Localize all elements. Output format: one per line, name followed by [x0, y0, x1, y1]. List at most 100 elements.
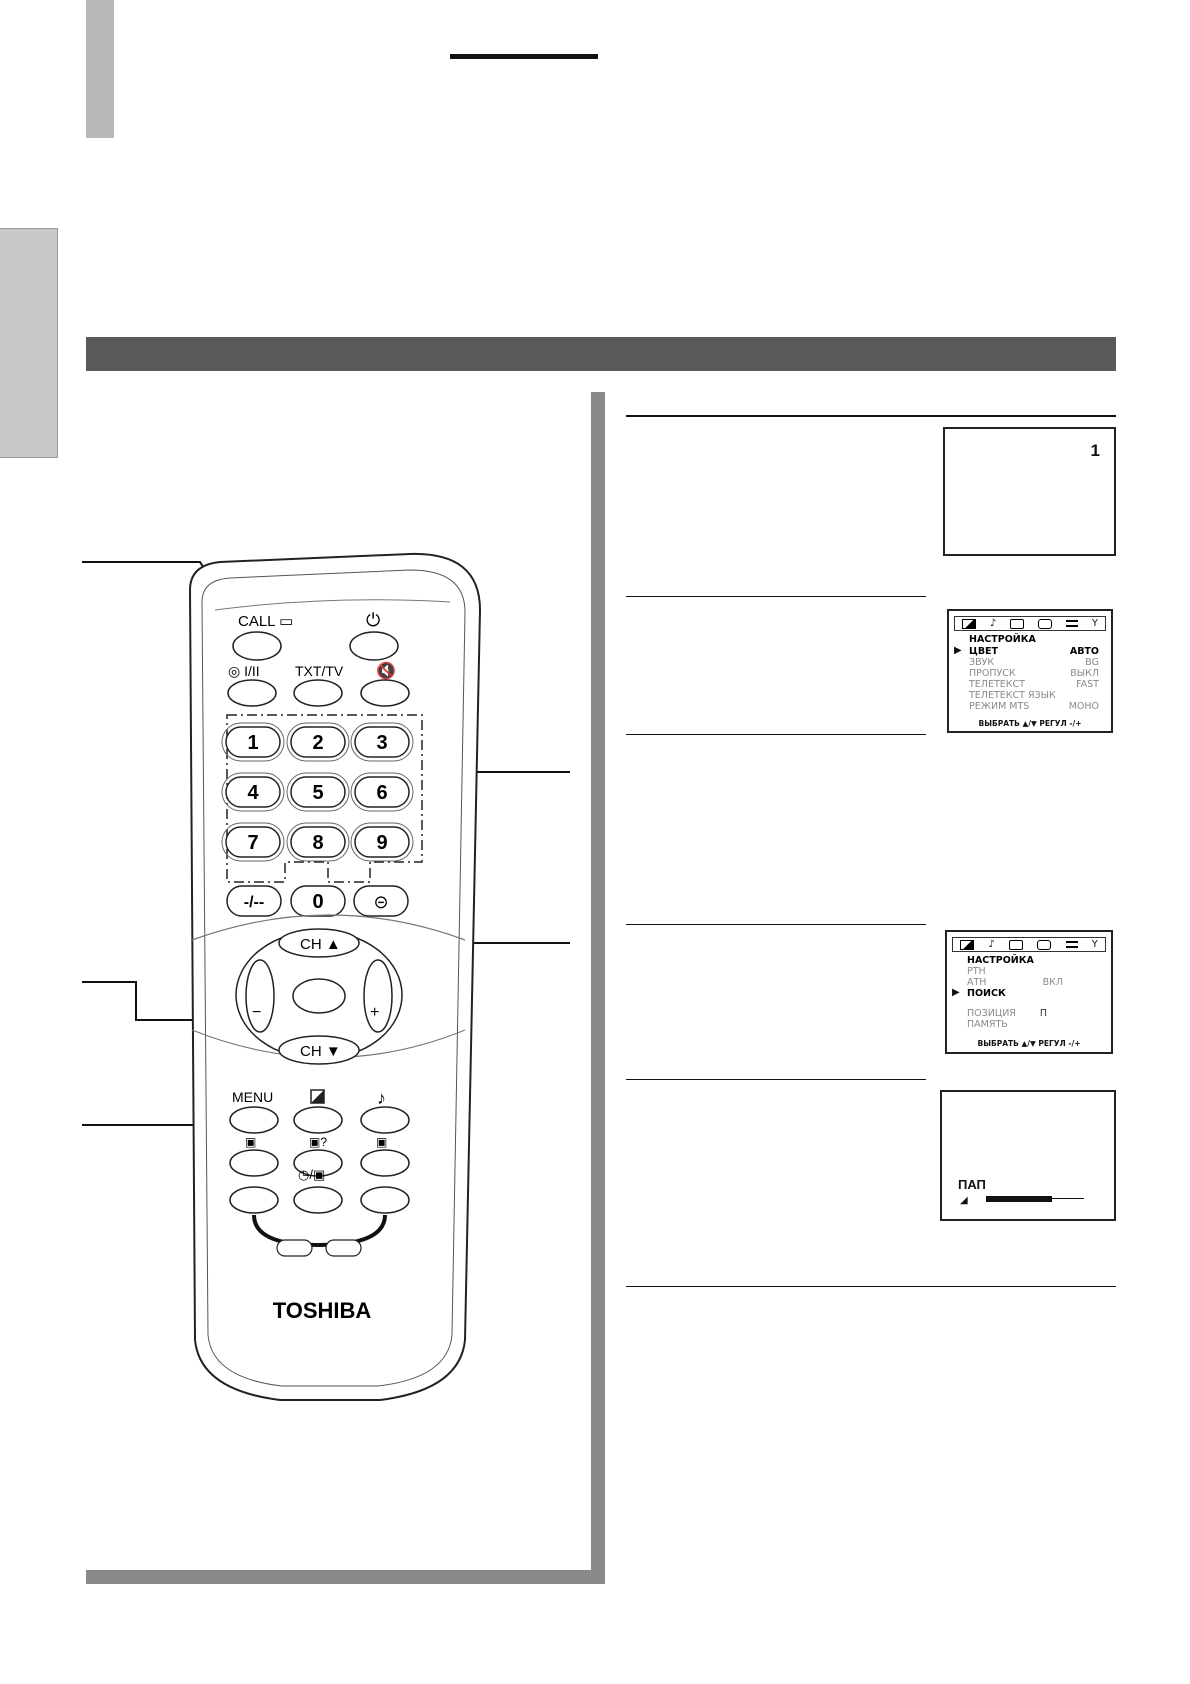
- vertical-divider: [591, 392, 605, 1584]
- screen-icon: [1038, 618, 1053, 629]
- menu-icon-bar: ♪ Y: [954, 616, 1106, 631]
- menu-row-label: РЕЖИМ MTS: [969, 701, 1030, 712]
- digit-label: 2: [312, 732, 323, 754]
- input-button[interactable]: [353, 885, 409, 917]
- menu-row-value: FAST: [1076, 679, 1099, 690]
- screen-icon: [1037, 939, 1052, 950]
- menu-row: ТЕЛЕТЕКСТ ЯЗЫК: [969, 690, 1099, 701]
- selection-arrow-icon: ▶: [954, 645, 962, 656]
- dash-button[interactable]: [226, 885, 282, 917]
- blue-fastext-button[interactable]: [360, 1186, 410, 1214]
- menu-row-label: ТЕЛЕТЕКСТ: [969, 679, 1025, 690]
- ch-down-button[interactable]: [278, 1035, 360, 1065]
- antenna-icon: Y: [1091, 618, 1098, 629]
- antenna-icon: Y: [1091, 939, 1098, 950]
- digit-button-outline: [221, 722, 285, 762]
- txt-tv-label: TXT/TV: [295, 663, 344, 679]
- step-rule-5: [626, 1079, 926, 1080]
- digit-button[interactable]: [290, 826, 346, 858]
- teletext-hold-icon: ▣: [376, 1135, 387, 1149]
- digit-button[interactable]: [225, 726, 281, 758]
- menu-row: ПОИСК: [967, 988, 1099, 999]
- side-tab: [0, 228, 58, 458]
- digit-button[interactable]: [225, 776, 281, 808]
- txt-tv-button[interactable]: [293, 679, 343, 707]
- teletext-icon: [1065, 620, 1078, 627]
- step-rule-2: [626, 596, 926, 597]
- volume-up-label: +: [370, 1004, 379, 1021]
- digit-button[interactable]: [290, 776, 346, 808]
- brand-logo: TOSHIBA: [273, 1298, 372, 1323]
- red-fastext-button[interactable]: [229, 1186, 279, 1214]
- digit-label: 1: [247, 732, 258, 754]
- ok-button[interactable]: [292, 978, 346, 1014]
- digit-label: 7: [247, 832, 258, 854]
- teletext-hold-button[interactable]: [360, 1149, 410, 1177]
- menu-row-label: ПРОПУСК: [969, 668, 1016, 679]
- digit-button-outline: [286, 772, 350, 812]
- digit-button[interactable]: [225, 826, 281, 858]
- digit-button[interactable]: [354, 826, 410, 858]
- menu-row: ЦВЕТ АВТО: [969, 646, 1099, 657]
- mute-button[interactable]: [360, 679, 410, 707]
- sound-mode-button[interactable]: [360, 1106, 410, 1134]
- digit-label: 0: [312, 891, 323, 913]
- menu-row: ТЕЛЕТЕКСТ FAST: [969, 679, 1099, 690]
- digit-label: 8: [312, 832, 323, 854]
- osd-volume-screen: ПАП ◢: [940, 1090, 1116, 1221]
- menu-row-label: ПОИСК: [967, 988, 1006, 999]
- digit-button[interactable]: [354, 726, 410, 758]
- timer-button[interactable]: [293, 1186, 343, 1214]
- volume-down-label: −: [252, 1004, 261, 1021]
- teletext-index-button[interactable]: [229, 1149, 279, 1177]
- menu-row-value: АВТО: [1069, 646, 1099, 657]
- digit-button-outline: [286, 722, 350, 762]
- timer-icon: ◷/▣: [298, 1167, 325, 1182]
- menu-row-label: АТН: [967, 977, 987, 988]
- menu-row-label: ПОЗИЦИЯ: [967, 1008, 1016, 1019]
- menu-button[interactable]: [229, 1106, 279, 1134]
- menu-row-label: РТН: [967, 966, 986, 977]
- dash-label: -/--: [244, 894, 264, 911]
- digit-group-outline: [226, 714, 423, 883]
- call-button[interactable]: [232, 631, 282, 661]
- menu-title: НАСТРОЙКА: [969, 634, 1036, 645]
- section-bar: [86, 337, 1116, 371]
- power-icon: ⏻: [366, 610, 380, 630]
- power-button[interactable]: [349, 631, 399, 661]
- volume-down-button[interactable]: [245, 959, 275, 1033]
- digit-label: 6: [376, 782, 387, 804]
- menu-title: НАСТРОЙКА: [967, 955, 1034, 966]
- menu-row-label: ТЕЛЕТЕКСТ ЯЗЫК: [969, 690, 1056, 701]
- bottom-divider: [86, 1570, 605, 1584]
- yellow-fastext-button[interactable]: [325, 1239, 362, 1257]
- dual-sound-button[interactable]: [227, 679, 277, 707]
- selection-arrow-icon: ▶: [952, 987, 960, 998]
- teletext-reveal-button[interactable]: [293, 1149, 343, 1177]
- teletext-index-icon: ▣: [245, 1135, 256, 1149]
- ch-up-label: CH ▲: [300, 936, 341, 953]
- ch-up-button[interactable]: [278, 928, 360, 958]
- volume-up-button[interactable]: [363, 959, 393, 1033]
- step-rule-4: [626, 924, 926, 925]
- menu-row-label: ЦВЕТ: [969, 646, 999, 657]
- input-icon: ⊝: [373, 892, 388, 912]
- picture-mode-button[interactable]: [293, 1106, 343, 1134]
- volume-icon: ◢: [960, 1195, 968, 1206]
- digit-button[interactable]: [290, 726, 346, 758]
- digit-button-outline: [221, 772, 285, 812]
- digit-button[interactable]: [354, 776, 410, 808]
- remote-inner-outline: [201, 569, 466, 1387]
- step-rule-top: [626, 415, 1116, 417]
- digit-label: 3: [376, 732, 387, 754]
- digit-button[interactable]: [290, 885, 346, 917]
- menu-footer: ВЫБРАТЬ ▲/▼ РЕГУЛ -/+: [977, 1039, 1081, 1048]
- channel-number: 1: [1090, 441, 1100, 460]
- green-fastext-button[interactable]: [276, 1239, 313, 1257]
- digit-label: 4: [247, 782, 259, 804]
